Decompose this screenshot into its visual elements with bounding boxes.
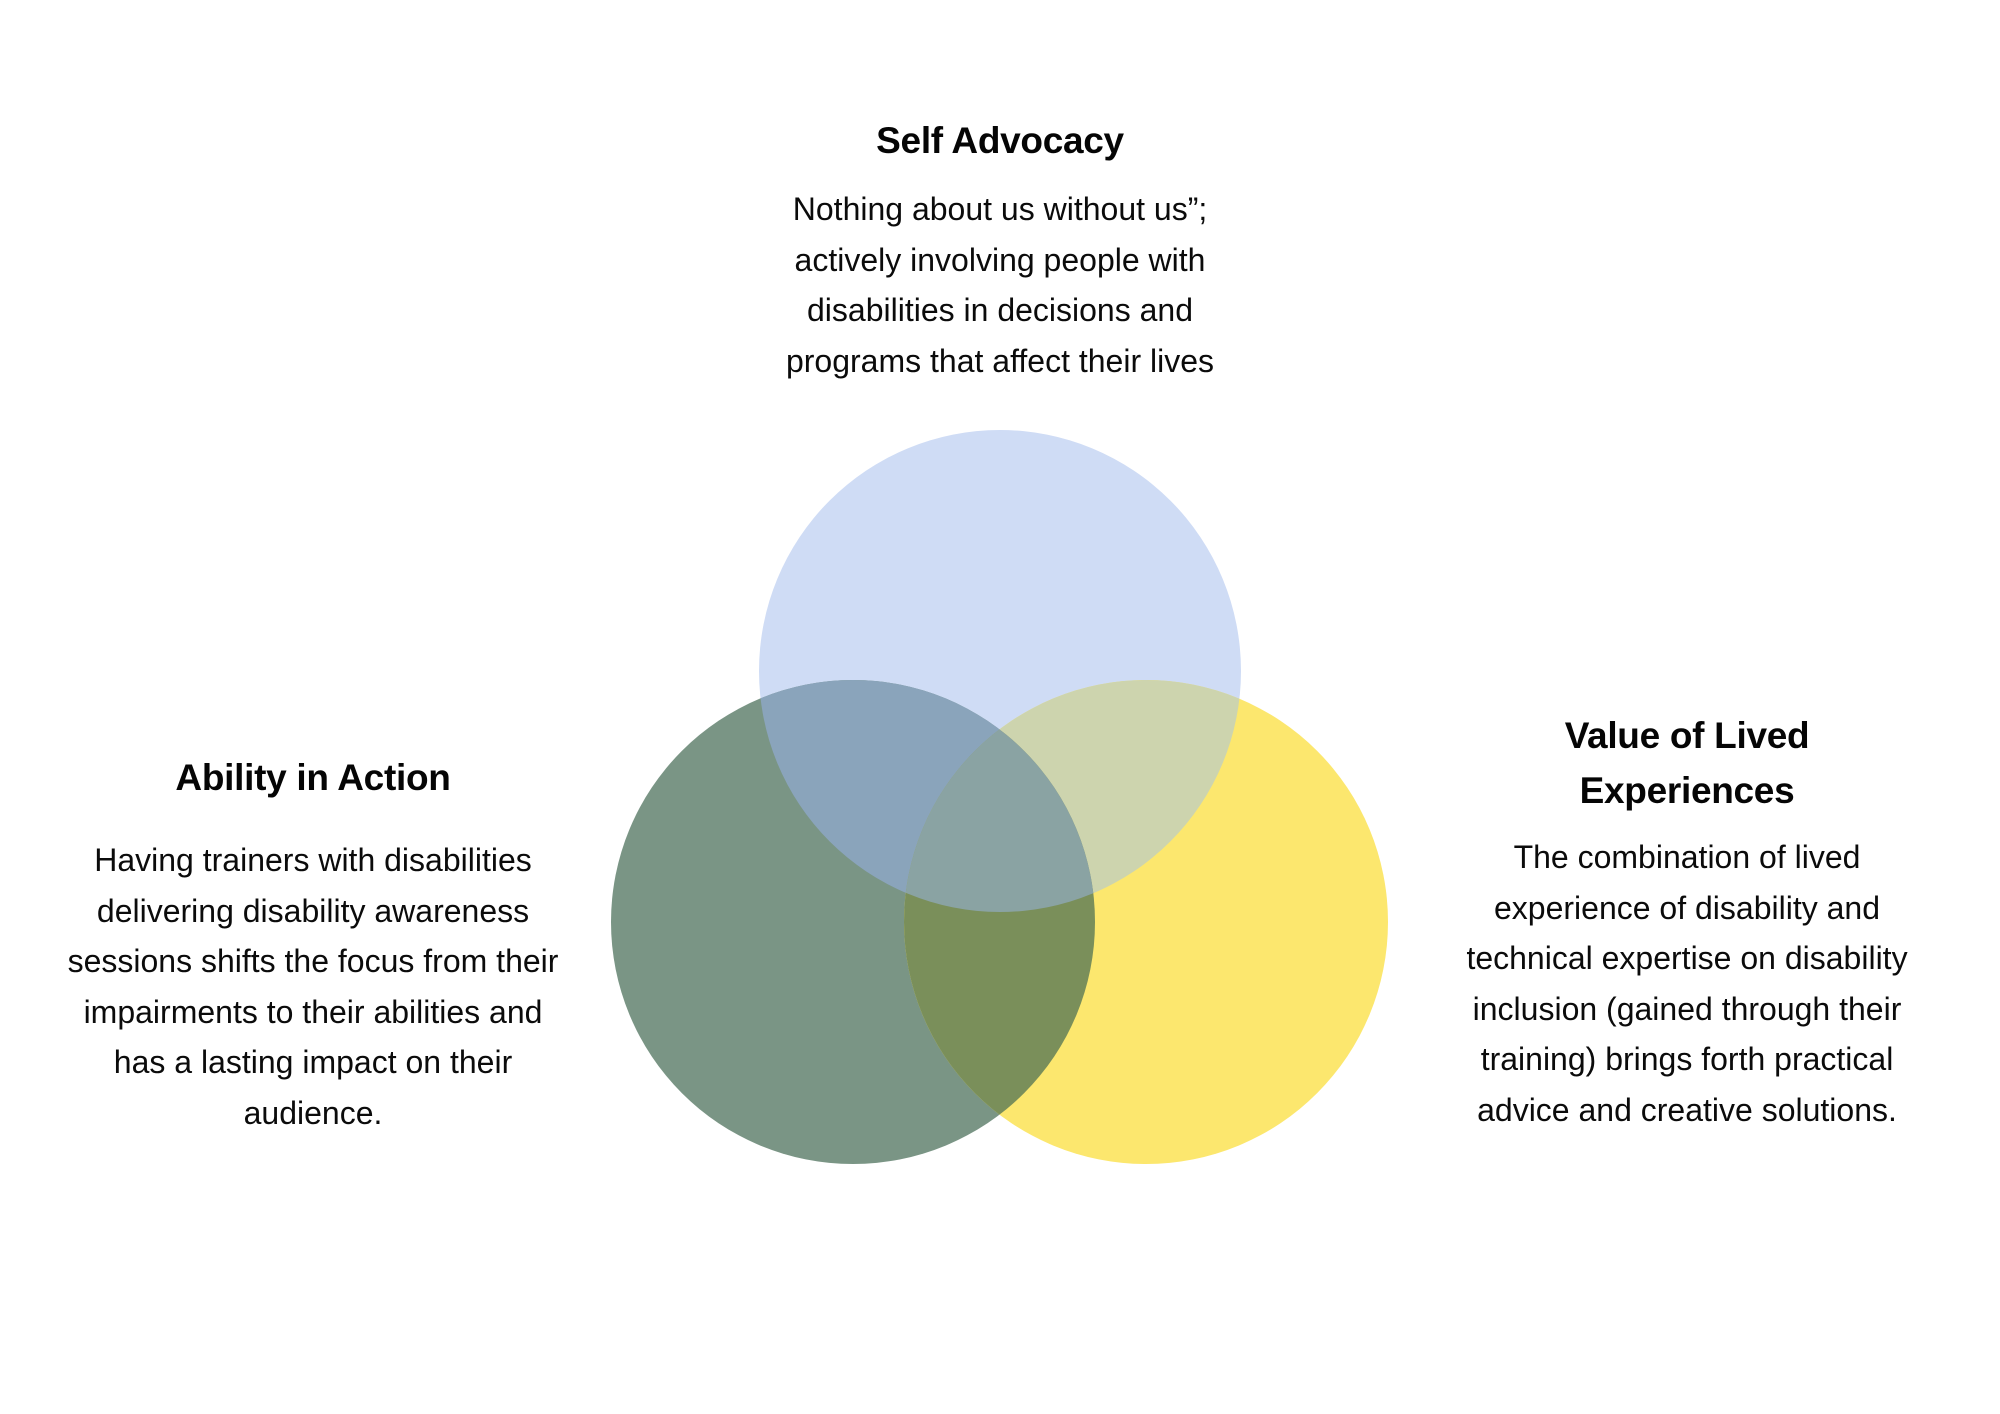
value-of-lived-experiences-description: The combination of lived experience of d… [1400,832,1974,1135]
description-line: delivering disability awareness [96,892,530,929]
description-line: disabilities in decisions and [807,292,1193,328]
description-line: Nothing about us without us”; [792,191,1208,227]
self-advocacy-block: Self Advocacy Nothing about us without u… [740,113,1260,386]
title-line: Value of Lived [1564,715,1810,756]
ability-in-action-description: Having trainers with disabilities delive… [20,835,606,1138]
value-of-lived-experiences-block: Value of Lived Experiences The combinati… [1400,708,1974,1135]
ability-in-action-title: Ability in Action [20,750,606,805]
self-advocacy-title: Self Advocacy [740,113,1260,168]
title-line: Self Advocacy [876,120,1124,161]
description-line: inclusion (gained through their [1472,990,1902,1027]
description-line: technical expertise on disability [1466,940,1908,976]
description-line: impairments to their abilities and [83,993,543,1030]
title-line: Ability in Action [175,757,451,798]
self-advocacy-description: Nothing about us without us”; actively i… [740,184,1260,386]
description-line: experience of disability and [1493,889,1880,926]
title-line: Experiences [1579,770,1795,811]
description-line: training) brings forth practical [1480,1041,1894,1077]
description-line: sessions shifts the focus from their [67,943,559,979]
description-line: programs that affect their lives [785,342,1215,379]
description-line: audience. [243,1094,383,1131]
value-of-lived-experiences-title: Value of Lived Experiences [1400,708,1974,818]
description-line: advice and creative solutions. [1477,1091,1897,1128]
description-line: The combination of lived [1513,839,1861,875]
description-line: Having trainers with disabilities [94,842,532,878]
description-line: has a lasting impact on their [113,1044,513,1080]
description-line: actively involving people with [794,241,1206,278]
ability-in-action-block: Ability in Action Having trainers with d… [20,750,606,1138]
